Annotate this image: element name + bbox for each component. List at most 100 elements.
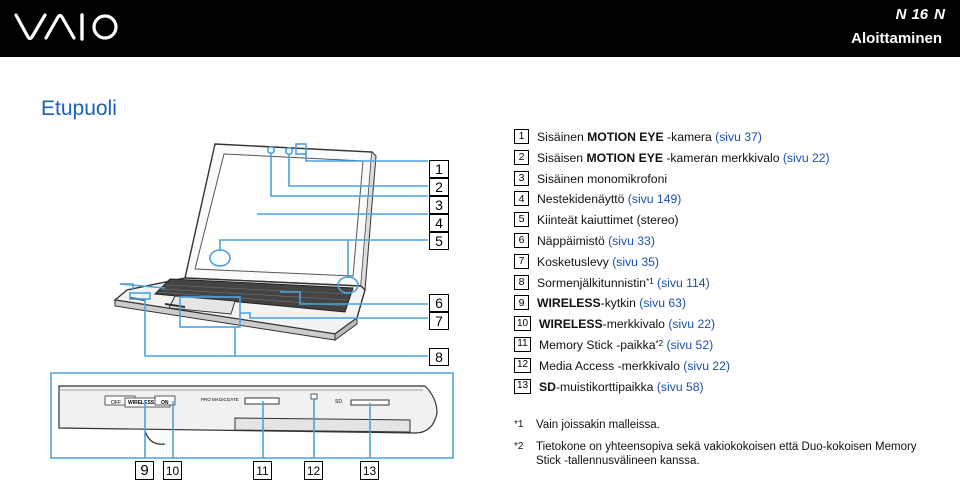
legend-number: 9 xyxy=(514,295,529,311)
legend-text-part: MOTION EYE xyxy=(587,130,664,144)
legend-text-part: Sisäisen xyxy=(537,150,587,165)
legend-text: Näppäimistö (sivu 33) xyxy=(537,234,655,248)
legend-text: Media Access -merkkivalo (sivu 22) xyxy=(539,359,730,373)
legend-item-1: 1 Sisäinen MOTION EYE -kamera (sivu 37) xyxy=(514,129,954,151)
footnote-reference: *2 xyxy=(655,338,664,348)
page-reference-link[interactable]: (sivu 33) xyxy=(608,233,655,248)
footnote-reference: *1 xyxy=(646,276,654,286)
legend-number: 13 xyxy=(514,378,531,394)
figure-label-3: 3 xyxy=(429,196,449,214)
footnote-text: Tietokone on yhteensopiva sekä vakiokoko… xyxy=(536,441,917,467)
page-reference-link[interactable]: (sivu 22) xyxy=(668,317,716,332)
next-page-arrow-icon[interactable]: N xyxy=(934,6,945,23)
figure-label-6: 6 xyxy=(429,294,449,312)
on-label: ON xyxy=(161,400,169,406)
figure-label-12: 12 xyxy=(304,461,323,480)
page-reference-link[interactable]: (sivu 22) xyxy=(683,358,730,373)
legend-text-part: Nestekidenäyttö xyxy=(537,192,628,207)
legend-item-2: 2 Sisäisen MOTION EYE -kameran merkkivalo… xyxy=(514,149,954,172)
legend-number: 2 xyxy=(514,149,529,165)
pro-magicgate-label: PRO MAGICGATE xyxy=(201,397,239,402)
legend-text-part: Sisäinen xyxy=(537,130,588,144)
legend-text-part: Sormenjälkitunnistin xyxy=(537,275,647,290)
sd-label: SD xyxy=(335,399,342,405)
legend-text: Sisäinen monomikrofoni xyxy=(537,172,667,186)
wireless-label: WIRELESS xyxy=(128,400,155,406)
legend-text-part: SD xyxy=(539,379,556,394)
footnote-2: *2 Tietokone on yhteensopiva sekä vakiok… xyxy=(514,440,936,468)
memory-stick-slot xyxy=(244,397,280,405)
legend-number: 3 xyxy=(514,170,529,186)
page-reference-link[interactable]: (sivu 52) xyxy=(666,337,714,352)
legend-text: Kiinteät kaiuttimet (stereo) xyxy=(537,213,679,227)
footnote-text: Vain joissakin malleissa. xyxy=(536,419,660,431)
figure-label-13: 13 xyxy=(360,461,379,480)
legend-text: Sisäisen MOTION EYE -kameran merkkivalo … xyxy=(537,151,830,165)
page-reference-link[interactable]: (sivu 149) xyxy=(627,192,682,207)
laptop-illustration: OFF WIRELESS ON PRO MAGICGATE SD xyxy=(50,143,454,459)
legend-number: 12 xyxy=(514,357,531,373)
legend-item-3: 3 Sisäinen monomikrofoni xyxy=(514,170,954,193)
page-title: Etupuoli xyxy=(41,97,117,120)
figure-label-1: 1 xyxy=(429,160,449,178)
section-title: Aloittaminen xyxy=(851,30,942,47)
legend-text-part: Kosketuslevy xyxy=(537,254,613,269)
figure-label-4: 4 xyxy=(429,214,449,232)
legend-number: 1 xyxy=(514,129,529,144)
legend-text-part: -muistikorttipaikka xyxy=(555,379,657,394)
legend-item-13: 13 SD-muistikorttipaikka (sivu 58) xyxy=(514,378,954,401)
legend-item-9: 9 WIRELESS-kytkin (sivu 63) xyxy=(514,295,954,317)
legend-text-part: -merkkivalo xyxy=(602,317,669,332)
figure-label-5: 5 xyxy=(429,232,449,250)
legend-text: WIRELESS-kytkin (sivu 63) xyxy=(537,296,686,310)
legend-text-part: -kytkin xyxy=(600,296,640,311)
legend-text: WIRELESS-merkkivalo (sivu 22) xyxy=(539,317,715,331)
legend-item-10: 10 WIRELESS-merkkivalo (sivu 22) xyxy=(514,316,954,338)
legend-number: 5 xyxy=(514,212,529,228)
legend-item-12: 12 Media Access -merkkivalo (sivu 22) xyxy=(514,357,954,380)
figure-label-8: 8 xyxy=(429,348,449,366)
legend-text-part: WIRELESS xyxy=(537,296,601,311)
page-reference-link[interactable]: (sivu 35) xyxy=(612,254,659,269)
vaio-logo xyxy=(14,13,118,41)
legend-text: SD-muistikorttipaikka (sivu 58) xyxy=(539,380,704,394)
legend-number: 8 xyxy=(514,274,529,290)
figure-label-7: 7 xyxy=(429,312,449,330)
footnote-mark: *2 xyxy=(514,441,524,452)
legend-item-6: 6 Näppäimistö (sivu 33) xyxy=(514,232,954,255)
header-bar: N 16 N Aloittaminen xyxy=(0,0,960,57)
off-label: OFF xyxy=(111,400,121,406)
legend-text: Nestekidenäyttö (sivu 149) xyxy=(537,192,681,206)
page-number: 16 xyxy=(911,6,929,23)
legend-text-part: Sisäinen monomikrofoni xyxy=(537,171,668,186)
legend-item-11: 11 Memory Stick -paikka*2 (sivu 52) xyxy=(514,336,954,359)
legend-item-5: 5 Kiinteät kaiuttimet (stereo) xyxy=(514,212,954,234)
side-panel-illustration: OFF WIRELESS ON PRO MAGICGATE SD xyxy=(50,372,454,459)
laptop-front-figure: OFF WIRELESS ON PRO MAGICGATE SD 1 2 3 4… xyxy=(45,128,460,490)
page-reference-link[interactable]: (sivu 22) xyxy=(782,150,830,165)
previous-page-arrow-icon[interactable]: N xyxy=(895,6,907,23)
legend-text-part: -kameran merkkivalo xyxy=(662,150,783,165)
legend-number: 10 xyxy=(514,316,531,332)
page-reference-link[interactable]: (sivu 37) xyxy=(715,130,762,144)
laptop-screen xyxy=(194,153,364,277)
legend-item-8: 8 Sormenjälkitunnistin*1 (sivu 114) xyxy=(514,274,954,297)
page-navigation: N 16 N xyxy=(895,6,945,23)
page-reference-link[interactable]: (sivu 63) xyxy=(639,296,686,311)
page-reference-link[interactable]: (sivu 58) xyxy=(656,379,704,394)
legend-text-part: MOTION EYE xyxy=(586,150,663,165)
legend-text: Sormenjälkitunnistin*1 (sivu 114) xyxy=(537,276,710,290)
legend-text: Sisäinen MOTION EYE -kamera (sivu 37) xyxy=(537,130,762,144)
legend-text: Memory Stick -paikka*2 (sivu 52) xyxy=(539,338,713,352)
legend-number: 6 xyxy=(514,232,529,248)
legend-number: 11 xyxy=(514,336,531,352)
legend-text-part: WIRELESS xyxy=(539,317,603,332)
legend-text-part: Memory Stick -paikka xyxy=(539,337,656,352)
legend-text-part: Media Access -merkkivalo xyxy=(539,358,684,373)
figure-label-2: 2 xyxy=(429,178,449,196)
page-reference-link[interactable]: (sivu 114) xyxy=(657,275,710,290)
legend-text-part: Kiinteät kaiuttimet (stereo) xyxy=(537,213,679,228)
